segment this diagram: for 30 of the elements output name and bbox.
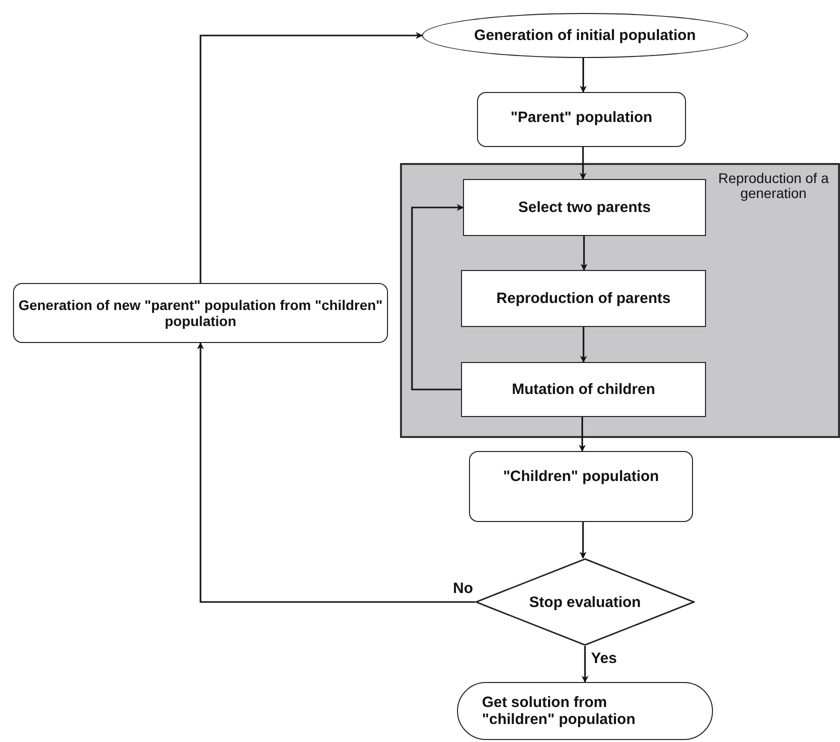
arrow [580,522,586,559]
process-box [469,451,693,522]
arrow [580,236,588,271]
arrow [580,147,586,180]
process-box [477,92,686,147]
node-label: Generation of initial population [474,27,696,44]
edge-label: Yes [591,650,617,667]
node-label: Mutation of children [512,381,656,398]
node-label: "Parent" population [510,109,652,126]
edge-label: No [453,580,473,597]
arrow [197,342,475,603]
node-label: Reproduction of parents [496,290,671,307]
process-box [13,283,388,343]
decision-diamond [475,558,695,646]
arrow [580,327,587,363]
node-label: Generation of new "parent" population from "children" population [17,297,384,329]
arrow [200,32,423,283]
process-box [461,270,706,327]
node-label: "Children" population [503,468,659,485]
node-label: Stop evaluation [529,594,641,610]
group-panel [400,163,840,438]
arrow [578,417,586,452]
node-label: Select two parents [518,199,651,216]
arrow [411,204,464,390]
group-label: Reproduction of a generation [717,171,830,202]
process-box [463,179,706,236]
node-label: Get solution from "children" population [482,694,636,728]
process-box [461,362,706,417]
arrow [580,58,587,93]
arrow [582,646,588,683]
